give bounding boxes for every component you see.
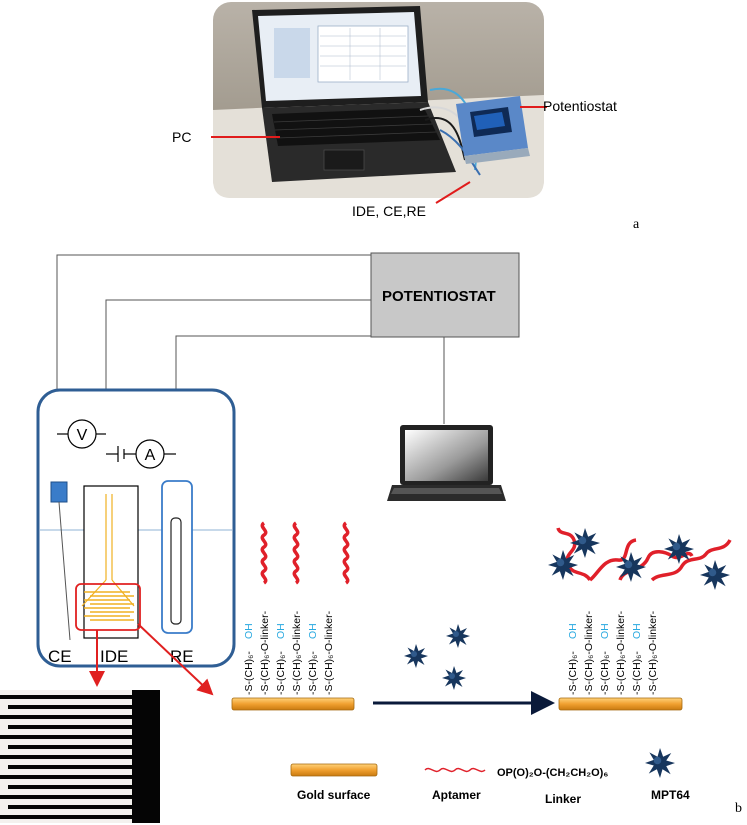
potentiostat-box-label: POTENTIOSTAT [382,288,496,305]
zoom-arrow-right [137,623,214,696]
ammeter-label: A [145,447,156,464]
potentiostat-device [456,96,530,164]
chain-left-1: -S-(CH)₆- [243,651,255,695]
re-label: RE [170,647,194,666]
mpt64-bound-1 [548,550,578,580]
legend: Gold surface Aptamer OP(O)₂O-(CH₂CH₂O)₆ … [290,748,690,806]
voltmeter [67,419,97,449]
chain-left-5: -S-(CH)₆- [307,651,319,695]
mpt64-target-2 [446,624,470,648]
gold-surface-left [231,697,355,711]
potentiostat-photo-label: Potentiostat [543,98,617,114]
mpt64-bound-5 [700,560,730,590]
oh-left-5: OH [307,623,319,639]
left-surface-assembly: -S-(CH)₆- OH -S-(CH)₆-O-linker- -S-(CH)₆-… [231,521,355,711]
gold-surface-right [558,697,683,711]
electrochemical-cell: V A [36,388,236,668]
legend-aptamer-label: Aptamer [432,788,481,802]
electrodes-label: IDE, CE,RE [352,203,426,219]
legend-mpt64-swatch [645,748,675,778]
chain-left-2: -S-(CH)₆-O-linker- [259,610,271,695]
right-surface-assembly: -S-(CH)₆- OH -S-(CH)₆-O-linker- -S-(CH)₆-… [548,527,732,711]
legend-linker-label: Linker [545,792,581,806]
oh-right-3: OH [599,623,611,639]
photo-setup [211,2,547,204]
legend-gold-label: Gold surface [297,788,371,802]
chain-right-3: -S-(CH)₆- [599,651,611,695]
laptop-photo [252,6,456,182]
mpt64-target-1 [404,644,428,668]
legend-aptamer-swatch [424,767,486,773]
panel-b-letter: b [735,801,742,816]
pc-label: PC [172,129,191,145]
ide-micrograph [0,690,160,823]
ide-chip [83,485,139,639]
panel-a-letter: a [633,217,640,232]
electrodes-arrow [435,181,471,204]
oh-right-5: OH [631,623,643,639]
legend-linker-formula: OP(O)₂O-(CH₂CH₂O)₆ [497,767,608,779]
ammeter [135,439,165,469]
chain-left-4: -S-(CH)₆-O-linker- [291,610,303,695]
chain-right-5: -S-(CH)₆- [631,651,643,695]
ide-zoom-box [75,583,141,631]
chain-left-6: -S-(CH)₆-O-linker- [323,610,335,695]
mpt64-bound-2 [570,528,600,558]
voltmeter-label: V [77,427,88,444]
oh-left-3: OH [275,623,287,639]
ide-fingers [84,591,134,621]
legend-gold-swatch [290,763,378,777]
aptamers-left [260,521,350,585]
counter-electrode [50,481,68,503]
legend-mpt64-label: MPT64 [651,788,690,802]
chain-right-6: -S-(CH)₆-O-linker- [647,610,659,695]
oh-right-1: OH [567,623,579,639]
chain-right-4: -S-(CH)₆-O-linker- [615,610,627,695]
potentiostat-box [370,252,520,338]
chain-right-1: -S-(CH)₆- [567,651,579,695]
chain-right-2: -S-(CH)₆-O-linker- [583,610,595,695]
chain-left-3: -S-(CH)₆- [275,651,287,695]
oh-left-1: OH [243,623,255,639]
mpt64-target-3 [442,666,466,690]
ide-label: IDE [100,647,128,666]
laptop-icon [387,425,506,501]
ce-label: CE [48,647,72,666]
